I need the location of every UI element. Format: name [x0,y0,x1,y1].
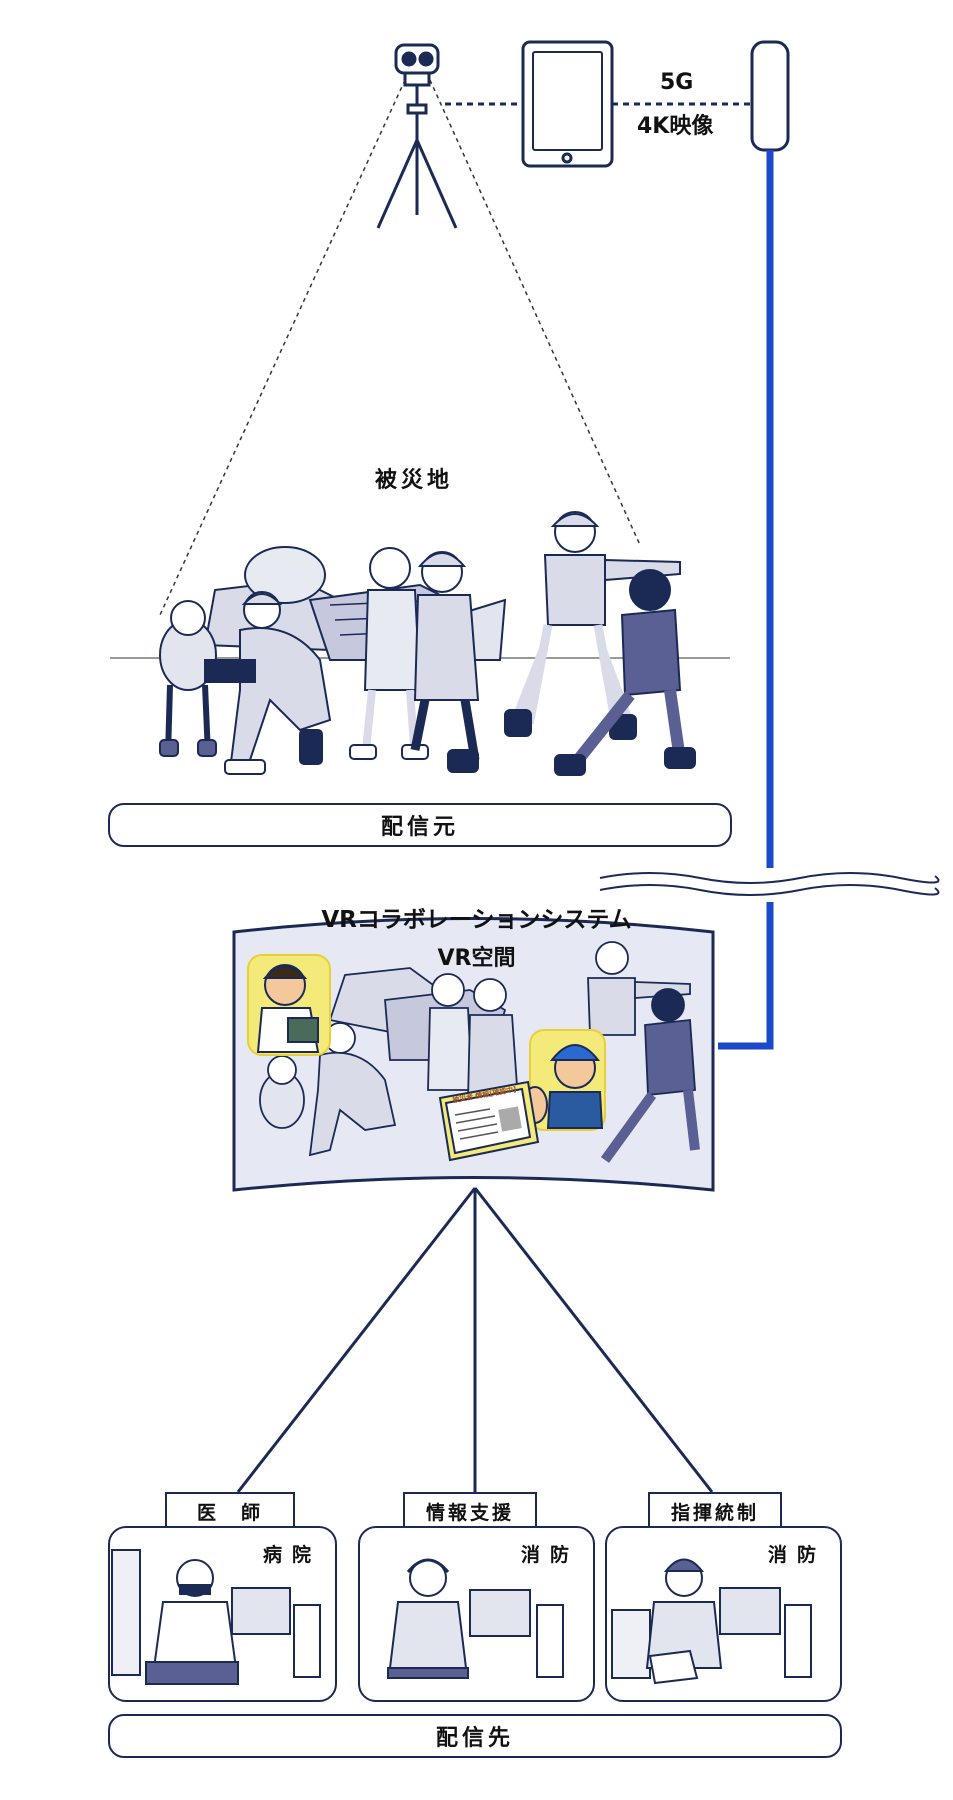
network-label-5g: 5G [660,70,694,95]
destination-place: 消防 [767,1544,826,1566]
camera-view-cone [159,79,641,616]
firefighter-avatar [522,1029,606,1131]
destination-footer: 配信先 [108,1714,842,1758]
doctor-avatar [247,954,331,1056]
role-tab-command: 指揮統制 [648,1492,782,1530]
evacuee-figure [349,547,429,761]
destination-panel-fire-info: 消防 [358,1526,595,1702]
kneeling-rescuer-figure [204,591,332,775]
tripod-icon [376,85,458,229]
helper-rescuer-figure [410,551,480,773]
destination-panel-fire-command: 消防 [605,1526,842,1702]
vr-space-label: VR空間 [437,946,516,971]
router-icon [750,40,790,152]
fiber-cable [718,150,774,1050]
source-footer: 配信元 [108,803,732,847]
distribution-lines [236,1187,714,1493]
network-label-4k: 4K映像 [637,114,714,139]
tablet-icon [521,40,614,168]
child-figure [159,600,217,757]
destination-panel-hospital: 病院 [108,1526,337,1702]
info-tablet [438,1080,540,1162]
distressed-person-figure [554,569,696,776]
pointing-rescuer-figure [504,511,681,740]
vr-camera-icon [394,43,440,87]
destination-place: 消防 [520,1544,579,1566]
vr-system-title: VRコラボレーションシステム [321,907,632,933]
role-tab-doctor: 医 師 [165,1492,295,1530]
destination-place: 病院 [262,1544,321,1566]
role-tab-info-support: 情報支援 [403,1492,537,1530]
vr-scene-illustration [259,941,700,1163]
disaster-site-label: 被災地 [375,468,454,493]
network-break [599,872,940,896]
